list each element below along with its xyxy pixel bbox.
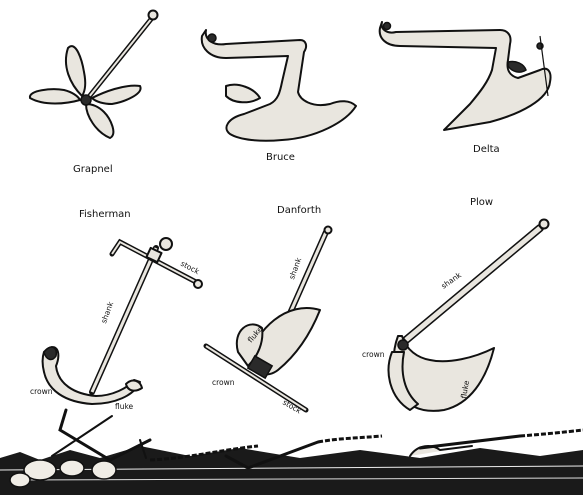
bruce-anchor <box>202 30 356 141</box>
grapnel-title: Grapnel <box>73 164 113 175</box>
plow-crown-label: crown <box>362 350 385 359</box>
grapnel-anchor <box>30 11 158 139</box>
plow-title: Plow <box>470 197 493 208</box>
danforth-crown-label: crown <box>212 378 235 387</box>
danforth-title: Danforth <box>277 205 321 216</box>
bruce-title: Bruce <box>266 152 295 163</box>
fisherman-crown-label: crown <box>30 387 53 396</box>
fisherman-anchor <box>43 238 203 404</box>
fisherman-fluke-label: fluke <box>115 402 133 411</box>
fisherman-title: Fisherman <box>79 209 131 220</box>
delta-anchor <box>380 22 551 130</box>
delta-title: Delta <box>473 144 500 155</box>
seabed-illustration <box>0 410 583 495</box>
